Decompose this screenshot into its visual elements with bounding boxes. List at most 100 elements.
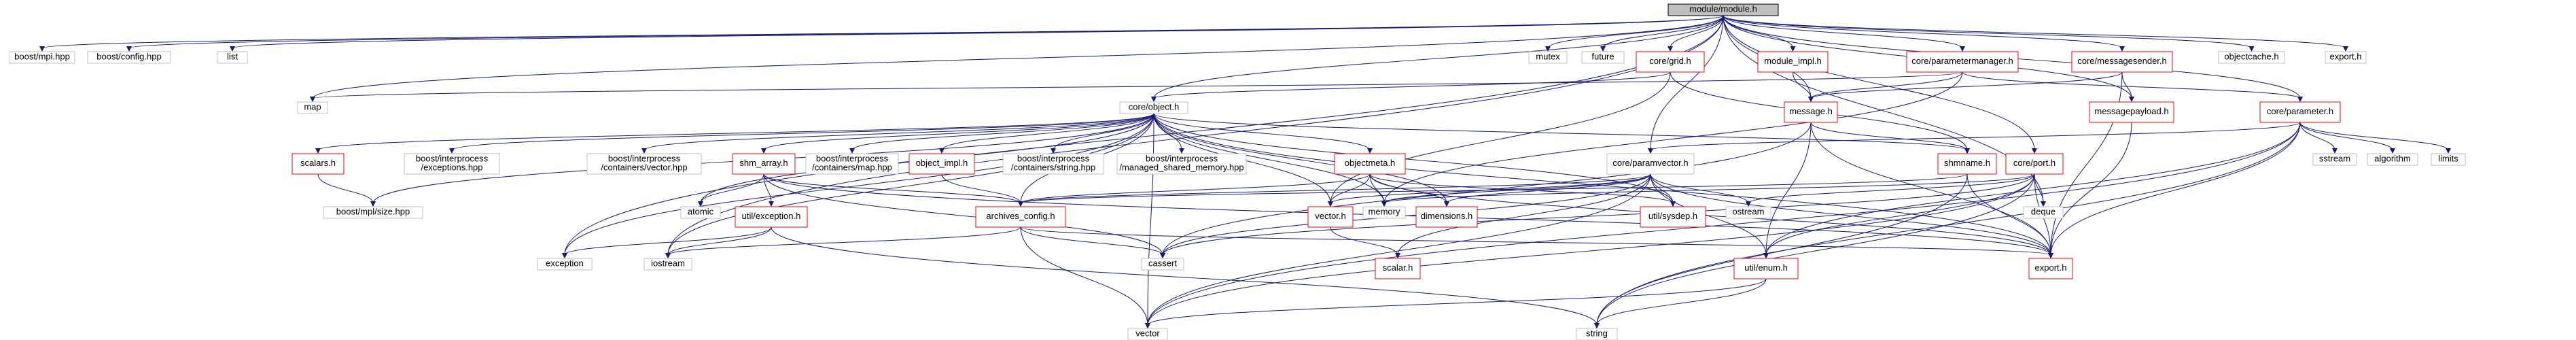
node-label-algorithm: algorithm — [2374, 154, 2410, 164]
node-core_parametermanager[interactable]: core/parametermanager.h — [1906, 51, 2019, 73]
node-bi_exceptions: boost/interprocess/exceptions.hpp — [404, 153, 500, 175]
node-core_messagesender[interactable]: core/messagesender.h — [2071, 51, 2173, 73]
node-scalar[interactable]: scalar.h — [1375, 258, 1421, 279]
node-label-module_impl: module_impl.h — [1764, 56, 1822, 66]
node-shmname[interactable]: shmname.h — [1937, 153, 1997, 175]
node-box-map — [297, 101, 328, 114]
arrowhead-core_port-to-util_enum — [1763, 253, 1769, 258]
edge-module_h-to-map — [312, 15, 1724, 99]
arrowhead-core_parameter-to-sstream — [2332, 148, 2337, 154]
edge-module_h-to-core_grid — [1670, 15, 1724, 49]
arrowhead-core_messagesender-to-message_h — [1808, 97, 1814, 102]
edge-module_h-to-objectcache — [1723, 15, 2252, 49]
node-string: string — [1576, 328, 1618, 340]
node-box-messagepayload — [2089, 101, 2174, 123]
node-scalars[interactable]: scalars.h — [292, 153, 345, 175]
node-box-deque — [2023, 206, 2064, 219]
node-label-exception: exception — [546, 258, 584, 269]
node-box-future — [1581, 51, 1625, 64]
node-message_h[interactable]: message.h — [1784, 101, 1838, 123]
edge-util_exception-to-iostream — [667, 226, 772, 256]
node-label-core_parameter: core/parameter.h — [2267, 106, 2333, 116]
edge-archives_config-to-export_bottom — [1020, 226, 2051, 256]
node-box-bi_exceptions — [404, 153, 500, 175]
node-util_sysdep[interactable]: util/sysdep.h — [1640, 206, 1706, 228]
node-core_grid[interactable]: core/grid.h — [1636, 51, 1705, 73]
node-box-util_sysdep — [1640, 206, 1706, 228]
edge-core_paramvector-to-archives_config — [1020, 173, 1651, 204]
node-bi_string: boost/interprocess/containers/string.hpp — [1002, 153, 1104, 175]
arrowhead-core_object-to-bi_vector — [641, 148, 647, 154]
edge-objectmeta-to-export_bottom — [1369, 173, 2051, 256]
node-objectcache: objectcache.h — [2218, 51, 2285, 64]
node-util_enum[interactable]: util/enum.h — [1733, 258, 1799, 279]
edge-core_parameter-to-util_enum — [1765, 122, 2301, 256]
node-core_paramvector: core/paramvector.h — [1606, 153, 1695, 175]
node-boost_mpi: boost/mpi.hpp — [9, 51, 75, 64]
node-core_port[interactable]: core/port.h — [2005, 153, 2064, 175]
node-box-module_h — [1668, 3, 1779, 16]
node-label-core_grid: core/grid.h — [1649, 56, 1691, 66]
arrowhead-core_object-to-bi_map — [849, 148, 855, 154]
node-object_impl[interactable]: object_impl.h — [908, 153, 975, 175]
node-label-string: string — [1586, 328, 1608, 339]
node-label-objectmeta: objectmeta.h — [1345, 158, 1395, 168]
node-box-iostream — [643, 258, 692, 271]
node-objectmeta[interactable]: objectmeta.h — [1334, 153, 1406, 175]
node-dimensions[interactable]: dimensions.h — [1415, 206, 1478, 228]
node-box-sstream — [2312, 153, 2357, 166]
edge-core_object-to-bi_map — [851, 113, 1154, 151]
edge-core_parametermanager-to-message_h — [1810, 71, 1963, 99]
node-box-util_exception — [735, 206, 808, 228]
node-core_parameter[interactable]: core/parameter.h — [2259, 101, 2341, 123]
node-module_impl[interactable]: module_impl.h — [1757, 51, 1829, 73]
edge-core_object-to-scalars — [317, 113, 1154, 151]
edge-module_h-to-mutex — [1547, 15, 1724, 49]
node-archives_config[interactable]: archives_config.h — [975, 206, 1066, 228]
edge-message_h-to-util_enum — [1765, 122, 1812, 256]
edge-core_parameter-to-limits — [2299, 122, 2449, 151]
arrowhead-archives_config-to-iostream — [665, 253, 671, 258]
node-box-list — [217, 51, 248, 64]
arrowhead-scalars-to-boost_mpl_size — [370, 201, 376, 207]
node-bi_vector: boost/interprocess/containers/vector.hpp — [586, 153, 702, 175]
node-messagepayload[interactable]: messagepayload.h — [2089, 101, 2174, 123]
edge-archives_config-to-vector — [1020, 226, 1148, 326]
node-util_exception[interactable]: util/exception.h — [735, 206, 808, 228]
arrowhead-module_h-to-core_grid — [1668, 46, 1673, 52]
node-label-mutex: mutex — [1536, 52, 1560, 62]
node-module_h: module/module.h — [1668, 3, 1779, 16]
node-label-cassert: cassert — [1148, 258, 1177, 269]
node-label-core_parametermanager: core/parametermanager.h — [1911, 56, 2013, 66]
edge-core_parametermanager-to-core_parameter — [1962, 71, 2301, 99]
node-box-objectmeta — [1334, 153, 1406, 175]
edge-messagepayload-to-export_bottom — [2050, 122, 2132, 256]
node-vector_h[interactable]: vector.h — [1307, 206, 1354, 228]
node-box-limits — [2431, 153, 2466, 166]
edge-module_h-to-core_object — [1153, 15, 1724, 99]
edge-core_port-to-util_enum — [1765, 173, 2035, 256]
node-export_bottom[interactable]: export.h — [2028, 258, 2073, 279]
node-box-algorithm — [2367, 153, 2418, 166]
arrowhead-core_paramvector-to-util_sysdep — [1670, 201, 1676, 207]
node-box-vector_h — [1307, 206, 1354, 228]
arrowhead-core_port-to-ostream — [1746, 201, 1751, 207]
arrowhead-core_grid-to-core_object — [1151, 97, 1157, 102]
node-shm_array[interactable]: shm_array.h — [732, 153, 796, 175]
arrowhead-core_paramvector-to-dimensions — [1444, 201, 1449, 207]
node-box-vector — [1127, 328, 1168, 340]
node-label-core_messagesender: core/messagesender.h — [2077, 56, 2167, 66]
arrowhead-core_parameter-to-limits — [2446, 148, 2451, 154]
node-deque: deque — [2023, 206, 2064, 219]
node-export_top: export.h — [2325, 51, 2367, 64]
edge-objectmeta-to-vector_h — [1330, 173, 1371, 204]
edge-shm_array-to-util_exception — [763, 173, 772, 204]
edge-shm_array-to-archives_config — [763, 173, 1021, 204]
node-box-atomic — [680, 206, 721, 219]
edge-shmname-to-export_bottom — [1966, 173, 2051, 256]
arrowhead-shmname-to-archives_config — [1018, 201, 1023, 207]
node-label-messagepayload: messagepayload.h — [2094, 106, 2168, 116]
edge-module_h-to-list — [232, 15, 1724, 49]
node-bi_msm: boost/interprocess/managed_shared_memory… — [1116, 153, 1247, 175]
